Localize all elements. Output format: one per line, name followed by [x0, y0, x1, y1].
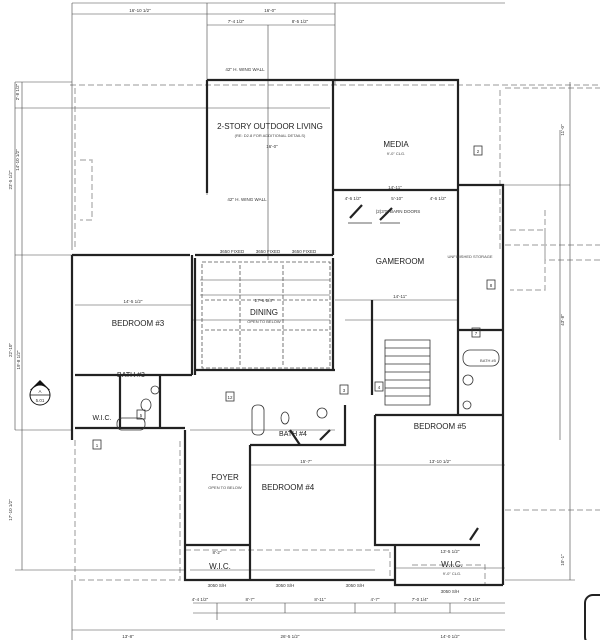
tag: 5 — [140, 413, 143, 418]
dim-label: 10'-1" — [560, 554, 565, 566]
room-dim: 14'-11" — [388, 185, 402, 190]
dim-label: 4'-6 1/2" — [345, 196, 362, 201]
tag: 3 — [343, 388, 346, 393]
tag: 1 — [96, 443, 99, 448]
window-label: 3650 FIXED — [220, 249, 245, 254]
window-label: 3050 S/H — [346, 583, 365, 588]
tags: 2 8 7 5 4 3 12 1 — [92, 145, 496, 450]
window-label: 3050 S/H — [276, 583, 295, 588]
notes: 42" H. WING WALL 42" H. WING WALL (2)3'0… — [225, 67, 420, 214]
room-gameroom: GAMEROOM — [376, 257, 425, 266]
lower-floor-outline — [70, 84, 600, 585]
room-bath-3: BATH #3 — [117, 372, 145, 379]
fixtures — [116, 204, 500, 541]
tag: 12 — [227, 395, 233, 400]
note-wing-wall: 42" H. WING WALL — [225, 67, 265, 72]
room-dim: 8'-2" — [213, 550, 222, 555]
room-note: (RE: D2.8 FOR ADDITIONAL DETAILS) — [235, 133, 306, 138]
dim-label: 4'-6 1/2" — [430, 196, 447, 201]
window-label: 3650 FIXED — [256, 249, 281, 254]
room-bedroom-5: BEDROOM #5 — [414, 422, 467, 431]
tag: 2 — [477, 149, 480, 154]
dim-label: 22'-10" — [8, 343, 13, 357]
room-dining: DINING — [250, 308, 278, 317]
corner-badge — [584, 594, 600, 640]
room-dim: 14'-5 1/2" — [124, 299, 143, 304]
room-note: 9'-0" CLG. — [443, 571, 461, 576]
room-storage: UNFINISHED STORAGE — [447, 254, 492, 259]
dim-label: 7'-0 1/4" — [412, 597, 429, 602]
room-note: 9'-0" CLG. — [387, 151, 405, 156]
room-wic-5: W.I.C. — [441, 560, 463, 569]
dim-label: 16'-0" — [264, 8, 276, 13]
dim-label: 4'-4 1/2" — [192, 597, 209, 602]
room-dim: 15'-7" — [300, 459, 312, 464]
section-marker: A 5.01 — [29, 380, 51, 406]
dim-label: 2'-8 1/2" — [15, 83, 20, 100]
dim-label: 8'-7" — [246, 597, 255, 602]
room-bath-5: BATH #5 — [480, 358, 497, 363]
room-note: OPEN TO BELOW — [247, 319, 281, 324]
dim-label: 16'-10 1/2" — [129, 8, 151, 13]
dim-label: 14'-0 1/2" — [441, 634, 460, 639]
room-media: MEDIA — [383, 140, 409, 149]
dim-label: 43'-8" — [560, 314, 565, 326]
room-outdoor-living: 2-STORY OUTDOOR LIVING — [217, 122, 323, 131]
section-letter: A — [38, 389, 41, 394]
dim-label: 11'-0" — [560, 124, 565, 136]
room-dim: 13'-5 1/2" — [441, 549, 460, 554]
dim-label: 7'-0 1/4" — [464, 597, 481, 602]
room-bedroom-3: BEDROOM #3 — [112, 319, 165, 328]
note-wing-wall: 42" H. WING WALL — [227, 197, 267, 202]
room-foyer: FOYER — [211, 473, 239, 482]
dim-label: 8'-11" — [314, 597, 326, 602]
stairs — [384, 339, 431, 406]
room-dim: 16'-0" — [266, 144, 278, 149]
window-label: 3050 S/H — [208, 583, 227, 588]
dim-label: 23'-5 1/2" — [8, 170, 13, 189]
dimension-labels: 16'-10 1/2" 16'-0" 7'-4 1/2" 8'-5 1/2" 4… — [8, 8, 565, 639]
dim-label: 7'-4 1/2" — [228, 19, 245, 24]
room-wic-4: W.I.C. — [209, 562, 231, 571]
room-dim: 17'-6 1/4" — [255, 298, 274, 303]
dim-label: 19'-8 1/2" — [16, 350, 21, 369]
dim-label: 14'-10 1/2" — [15, 149, 20, 171]
dim-label: 26'-5 1/2" — [281, 634, 300, 639]
dim-label: 4'-7" — [371, 597, 380, 602]
room-bath-4: BATH #4 — [279, 431, 307, 438]
window-label: 3650 FIXED — [292, 249, 317, 254]
room-labels: 2-STORY OUTDOOR LIVING (RE: D2.8 FOR ADD… — [92, 122, 496, 576]
dim-label: 13'-8" — [122, 634, 134, 639]
room-note: OPEN TO BELOW — [208, 485, 242, 490]
room-wic-3: W.I.C. — [92, 415, 111, 422]
dimension-lines — [14, 2, 575, 640]
room-dim: 13'-10 1/2" — [429, 459, 451, 464]
dining-coffered-ceiling — [201, 261, 331, 369]
section-sheet: 5.01 — [36, 398, 45, 403]
tag: 7 — [475, 331, 478, 336]
tag: 4 — [378, 385, 381, 390]
tag: 8 — [490, 283, 493, 288]
dim-label: 8'-5 1/2" — [292, 19, 309, 24]
room-dim: 14'-11" — [393, 294, 407, 299]
walls — [70, 78, 505, 587]
dim-label: 17'-10 1/2" — [8, 499, 13, 521]
room-bedroom-4: BEDROOM #4 — [262, 483, 315, 492]
note-barn-doors: (2)3'0" BARN DOORS — [376, 209, 420, 214]
window-label: 3050 S/H — [441, 589, 460, 594]
dim-label: 5'-10" — [391, 196, 403, 201]
